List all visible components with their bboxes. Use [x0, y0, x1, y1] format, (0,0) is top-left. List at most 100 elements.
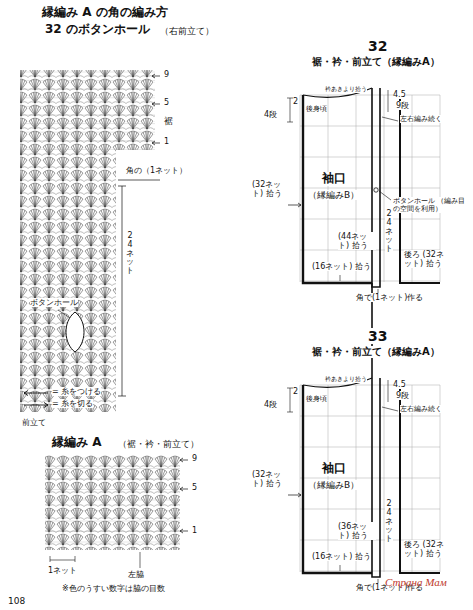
- grid-line: [300, 95, 440, 96]
- stitch-chart: [20, 150, 116, 412]
- cut-yarn-symbol: [24, 403, 48, 408]
- chart-label: (32ネット) 拾う: [252, 470, 292, 488]
- callout-number: 108: [8, 596, 25, 606]
- callout-number: 9: [164, 70, 169, 79]
- callout-number: 32: [368, 38, 387, 54]
- callout-number: 5: [164, 98, 169, 107]
- chart-label: ボタンホール: [30, 298, 78, 307]
- grid-line: [300, 95, 301, 282]
- row-line: [20, 80, 155, 81]
- row-arrow: [152, 141, 160, 145]
- chart-label: （右前立て）: [160, 26, 214, 36]
- chart-label: 左右編み続く: [400, 115, 442, 123]
- leader-line: [118, 396, 126, 397]
- chart-label: 裾・衿・前立て（縁編みA）: [312, 346, 440, 358]
- chart-label: 後身頃: [306, 105, 327, 113]
- grid-line: [300, 385, 301, 572]
- chart-label: 9段: [396, 101, 409, 110]
- row-line: [20, 97, 155, 98]
- buttonhole-loop: [66, 312, 84, 352]
- continue-leader: [382, 407, 398, 411]
- callout-number: 2: [293, 97, 298, 106]
- row-arrow: [180, 529, 188, 533]
- chart-label: (36ネット) 拾う: [338, 522, 376, 540]
- chart-label: 裾: [164, 116, 173, 126]
- chart-label: (44ネット) 拾う: [338, 232, 376, 250]
- chart-label: 24ネット: [126, 232, 134, 276]
- callout-number: 5: [192, 483, 197, 492]
- row-line: [20, 72, 155, 73]
- chart-label: 衿あきより拾う: [325, 376, 367, 383]
- chart-label: 32 のボタンホール: [45, 23, 150, 37]
- callout-number: 1: [192, 526, 197, 535]
- chart-label: 4段: [264, 400, 277, 409]
- grid-line: [300, 126, 440, 127]
- chart-label: 後ろ (32ネット) 拾う: [404, 540, 444, 558]
- row-line: [20, 149, 155, 150]
- chart-label: 袖口: [322, 462, 346, 476]
- chart-label: 裾・衿・前立て（縁編みA）: [312, 56, 440, 68]
- chart-label: （縁編みB）: [308, 190, 359, 200]
- leader-line: [50, 556, 51, 562]
- chart-label: Страна Мам: [385, 576, 447, 589]
- leader-line: [118, 186, 126, 187]
- grid-line: [300, 219, 440, 220]
- chart-label: 1ネット: [48, 566, 77, 575]
- stitch-chart: [45, 455, 180, 550]
- buttonhole-mark: [374, 188, 378, 192]
- chart-label: 左脇: [128, 570, 144, 579]
- grid-line: [300, 509, 440, 510]
- grid-line: [300, 157, 440, 158]
- chart-label: ボタンホール （編み目の空間を利用）: [393, 197, 467, 213]
- row-line: [20, 132, 155, 133]
- stitch-chart: [20, 70, 155, 150]
- leader-line: [75, 556, 76, 562]
- chart-label: 角の（1ネット）: [126, 166, 187, 175]
- edging-band: [303, 95, 372, 283]
- chart-label: (32ネット) 拾う: [252, 180, 292, 198]
- grid-line: [356, 385, 357, 572]
- row-line: [45, 468, 180, 469]
- grid-line: [328, 385, 329, 572]
- callout-number: 4.5: [393, 380, 406, 389]
- chart-label: 縁編み A: [52, 436, 101, 450]
- chart-label: （裾・衿・前立て）: [118, 439, 199, 449]
- callout-number: 1: [164, 137, 169, 146]
- row-line: [45, 489, 180, 490]
- row-line: [45, 531, 180, 532]
- dimension-line: [388, 90, 389, 112]
- chart-label: 袖口: [322, 172, 346, 186]
- dimension-line: [290, 98, 291, 122]
- row-line: [45, 500, 180, 501]
- row-line: [20, 140, 155, 141]
- repeat-bracket: [50, 560, 75, 561]
- corner-leader: [118, 180, 160, 181]
- legend-text: = 糸をつける: [52, 387, 101, 396]
- chart-label: 縁編み A の角の編み方: [42, 6, 168, 20]
- row-line: [45, 458, 180, 459]
- row-line: [20, 123, 155, 124]
- buttonhole-leader: [379, 191, 391, 200]
- grid-line: [300, 281, 440, 282]
- row-arrow: [180, 458, 188, 462]
- chart-label: 左右編み続く: [400, 405, 442, 413]
- row-line: [20, 106, 155, 107]
- row-line: [20, 115, 155, 116]
- chart-label: 衿あきより拾う: [325, 86, 367, 93]
- row-line: [45, 521, 180, 522]
- row-line: [45, 510, 180, 511]
- chart-label: 24ネット: [385, 210, 393, 254]
- chart-label: ※色のうすい数字は脇の目数: [62, 584, 165, 593]
- dimension-line: [122, 186, 123, 396]
- chart-label: 前立て: [22, 418, 46, 427]
- row-line: [45, 479, 180, 480]
- front-band: [372, 88, 380, 287]
- buttonhole-leader: [58, 310, 70, 318]
- grid-line: [300, 385, 440, 386]
- callout-number: 2: [293, 387, 298, 396]
- chart-label: 後身頃: [306, 395, 327, 403]
- leader-line: [287, 122, 293, 123]
- row-arrow: [152, 74, 160, 78]
